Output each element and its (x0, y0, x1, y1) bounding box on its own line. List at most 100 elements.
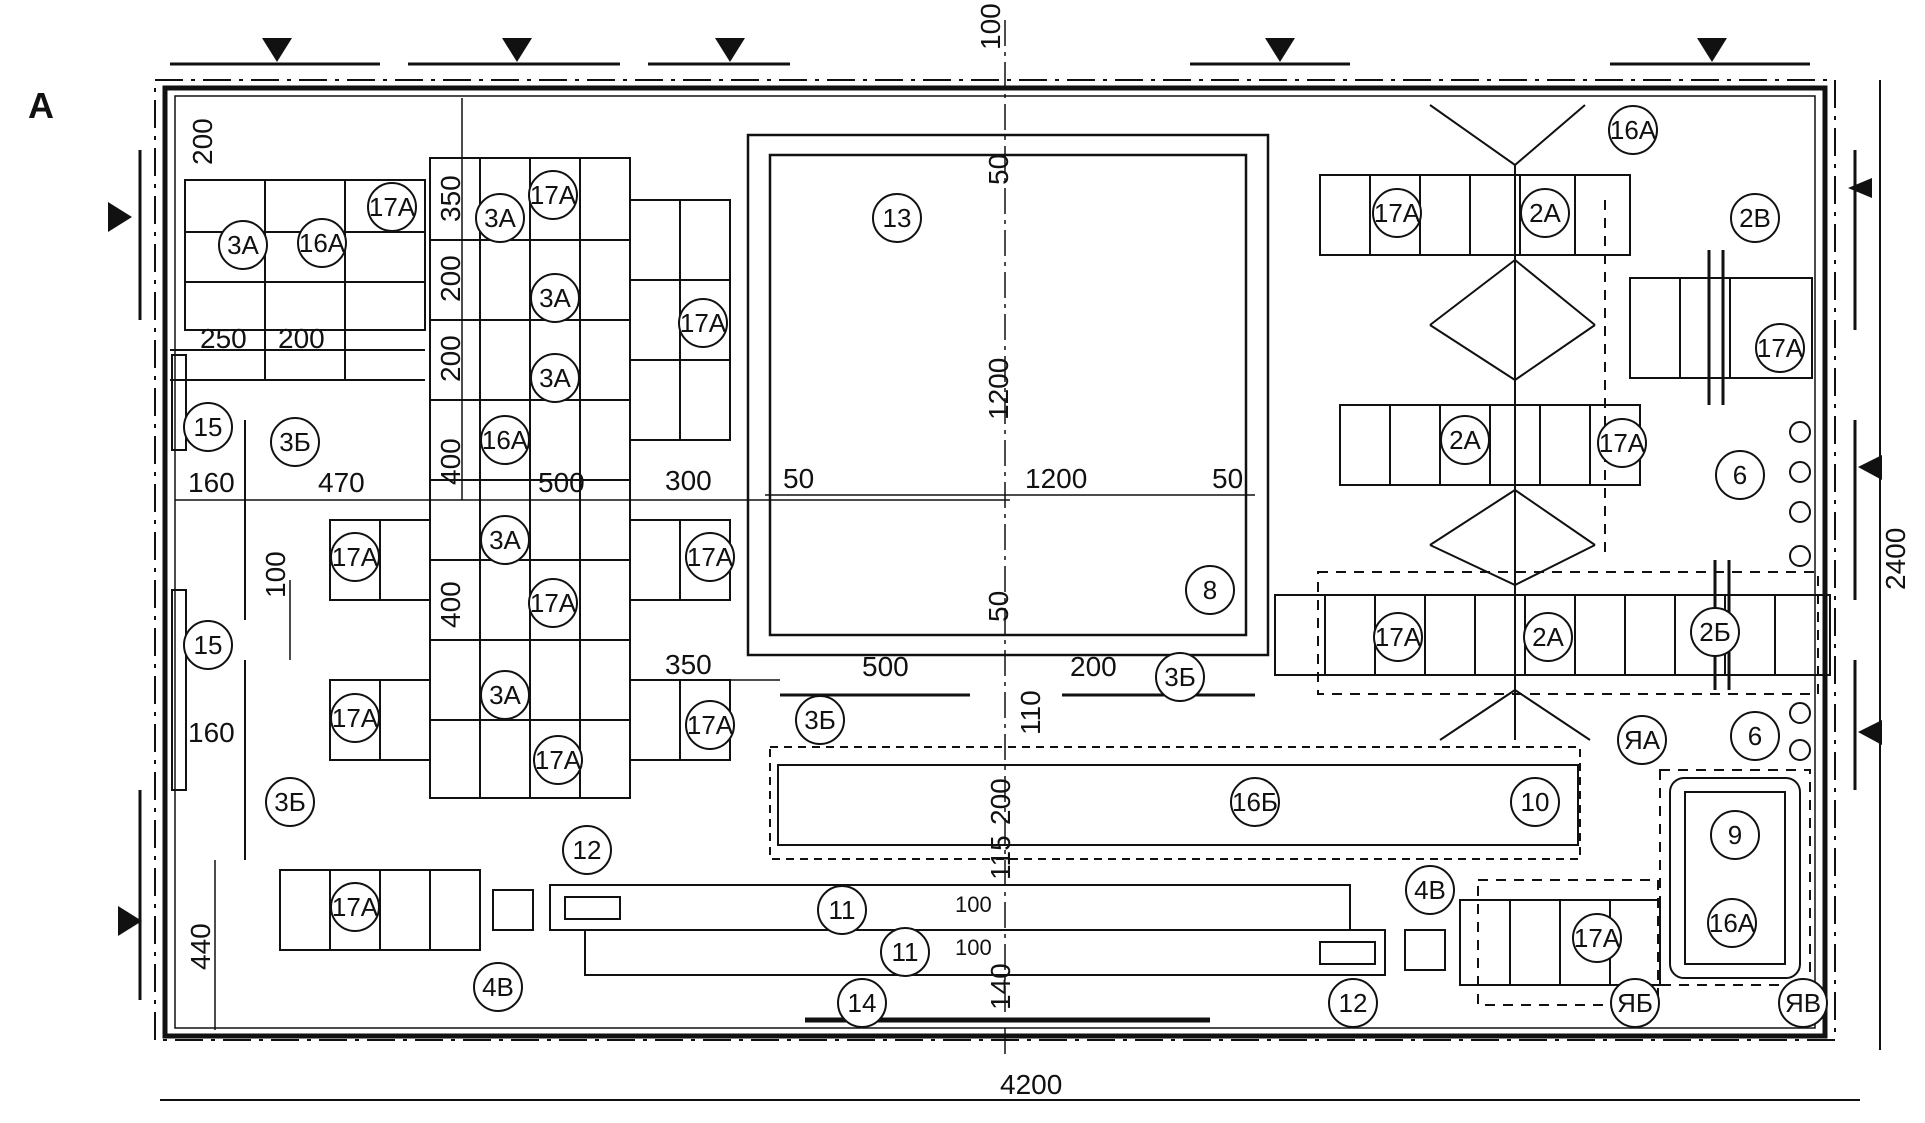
marker-circle (1617, 715, 1667, 765)
marker-label: ЯБ (1617, 988, 1653, 1018)
building-outer-wall (162, 85, 1828, 1039)
marker-42: 6 (1715, 450, 1765, 500)
marker-13: 17А (330, 532, 380, 582)
dim-350: 350 (665, 649, 712, 680)
marker-38: 2В (1730, 193, 1780, 243)
marker-label: 3Б (274, 787, 306, 817)
dim-160a: 160 (188, 467, 235, 498)
marker-circle (1690, 607, 1740, 657)
marker-label: ЯА (1624, 725, 1661, 755)
marker-circle (1372, 188, 1422, 238)
dim-200v: 200 (985, 778, 1016, 825)
left-dim-lines (175, 98, 1010, 1030)
marker-circle (330, 532, 380, 582)
marker-label: 16А (299, 228, 346, 258)
marker-46: ЯА (1617, 715, 1667, 765)
marker-label: 16А (1610, 115, 1657, 145)
marker-label: 14 (848, 988, 877, 1018)
marker-8: 16А (480, 415, 530, 465)
marker-circle (1755, 323, 1805, 373)
marker-circle (367, 182, 417, 232)
marker-16: 17А (685, 532, 735, 582)
marker-circle (270, 417, 320, 467)
section-arrows (108, 38, 1882, 936)
marker-44: 2А (1523, 612, 1573, 662)
marker-10: 15 (183, 402, 233, 452)
marker-28: 11 (817, 885, 867, 935)
marker-label: 9 (1728, 820, 1742, 850)
dim-160b: 160 (188, 717, 235, 748)
dim-200: 200 (187, 118, 218, 165)
marker-label: 17А (1375, 622, 1422, 652)
dim-50a: 50 (783, 463, 814, 494)
marker-27: 12 (562, 825, 612, 875)
marker-label: 17А (332, 703, 379, 733)
top-offset-label: 100 (975, 3, 1006, 50)
marker-36: 17А (1372, 188, 1422, 238)
marker-label: 17А (1599, 428, 1646, 458)
marker-label: 17А (687, 710, 734, 740)
marker-circle (837, 978, 887, 1028)
marker-label: 15 (194, 630, 223, 660)
marker-circle (678, 298, 728, 348)
equipment-10-outline (777, 764, 1579, 846)
dim-110: 110 (1015, 690, 1046, 735)
marker-label: 4В (482, 972, 514, 1002)
marker-39: 17А (1755, 323, 1805, 373)
marker-label: 17А (332, 542, 379, 572)
marker-circle (1608, 105, 1658, 155)
marker-label: 3А (484, 203, 516, 233)
conveyor-11-lower (584, 929, 1386, 976)
marker-33: 4В (473, 962, 523, 1012)
marker-label: 2В (1739, 203, 1771, 233)
marker-6: 3А (530, 353, 580, 403)
dim-500: 500 (538, 467, 585, 498)
marker-circle (872, 193, 922, 243)
marker-48: 9 (1710, 810, 1760, 860)
marker-circle (297, 218, 347, 268)
marker-circle (533, 735, 583, 785)
conveyor-11-upper (549, 884, 1351, 931)
marker-circle (685, 700, 735, 750)
marker-37: 2А (1520, 188, 1570, 238)
marker-circle (1373, 612, 1423, 662)
marker-0: 17А (367, 182, 417, 232)
marker-circle (183, 402, 233, 452)
marker-41: 17А (1597, 418, 1647, 468)
dim-115: 115 (985, 835, 1016, 880)
marker-circle (1155, 652, 1205, 702)
marker-3: 3А (218, 220, 268, 270)
marker-label: 2А (1529, 198, 1561, 228)
marker-20: 17А (685, 700, 735, 750)
marker-circle (1707, 898, 1757, 948)
machine-13-inner (768, 153, 1248, 637)
marker-label: 3А (539, 363, 571, 393)
marker-circle (1715, 450, 1765, 500)
marker-label: 4В (1414, 875, 1446, 905)
marker-29: 11 (880, 927, 930, 977)
marker-label: 16А (1709, 908, 1756, 938)
dim-200c: 200 (1070, 651, 1117, 682)
marker-circle (1730, 193, 1780, 243)
posts-6 (1789, 421, 1811, 761)
dim-50m: 50 (983, 591, 1014, 622)
marker-circle (530, 353, 580, 403)
dim-350v: 350 (435, 175, 466, 222)
marker-circle (817, 885, 867, 935)
marker-21: 13 (872, 193, 922, 243)
marker-circle (1597, 418, 1647, 468)
marker-circle (880, 927, 930, 977)
marker-34: 4В (1405, 865, 1455, 915)
marker-19: 17А (533, 735, 583, 785)
marker-circle (475, 193, 525, 243)
right-dashed-zones (1317, 200, 1819, 1006)
marker-label: 3Б (1164, 662, 1196, 692)
marker-1: 17А (528, 170, 578, 220)
dim-1200v: 1200 (983, 358, 1014, 420)
dim-1200h: 1200 (1025, 463, 1087, 494)
marker-26: 10 (1510, 777, 1560, 827)
marker-label: 17А (332, 892, 379, 922)
marker-circle (218, 220, 268, 270)
dim-100b: 100 (955, 935, 992, 960)
